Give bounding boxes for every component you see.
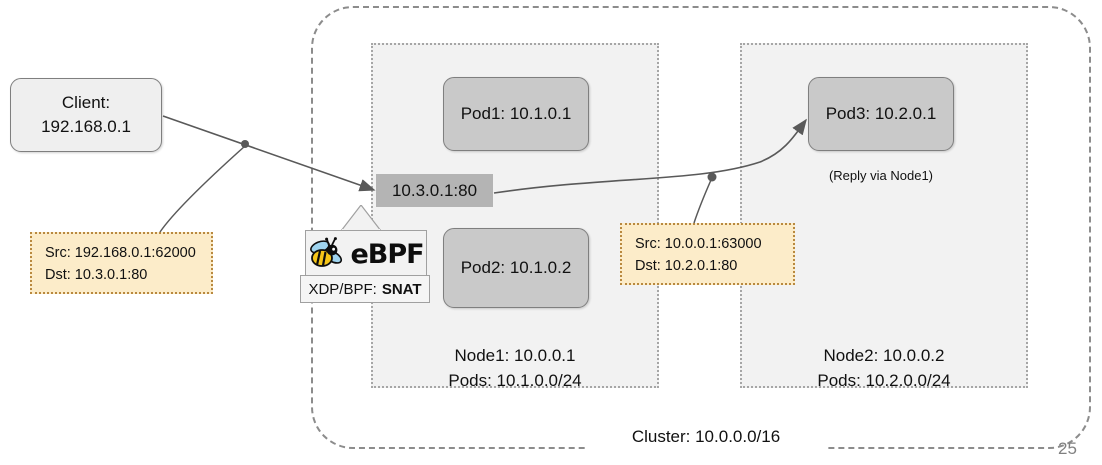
node1-caption: Node1: 10.0.0.1 Pods: 10.1.0.0/24 (371, 343, 659, 395)
node1-pod-cidr: Pods: 10.1.0.0/24 (448, 371, 582, 390)
annot1-src: Src: 192.168.0.1:62000 (45, 245, 196, 261)
annot2-src: Src: 10.0.0.1:63000 (635, 236, 762, 252)
pod3-label: Pod3: 10.2.0.1 (825, 104, 937, 123)
node2-caption: Node2: 10.0.0.2 Pods: 10.2.0.0/24 (740, 343, 1028, 395)
pod3-reply-note: (Reply via Node1) (828, 168, 934, 183)
pod-box-pod2: Pod2: 10.1.0.2 (443, 228, 589, 308)
pod-box-pod1: Pod1: 10.1.0.1 (443, 77, 589, 151)
client-label-line2: 192.168.0.1 (41, 117, 131, 136)
ebpf-callout-box: eBPF (305, 230, 427, 278)
xdp-action: SNAT (381, 280, 422, 298)
annot1-dst: Dst: 10.3.0.1:80 (45, 267, 148, 283)
node2-pod-cidr: Pods: 10.2.0.0/24 (817, 371, 951, 390)
annot2-dst: Dst: 10.2.0.1:80 (635, 258, 738, 274)
ebpf-logo-text: eBPF (350, 238, 424, 270)
service-vip-box: 10.3.0.1:80 (376, 174, 493, 207)
node1-name: Node1: 10.0.0.1 (454, 346, 576, 365)
cluster-label: Cluster: 10.0.0.0/16 (586, 424, 826, 450)
pod2-label: Pod2: 10.1.0.2 (460, 258, 572, 277)
pod-box-pod3: Pod3: 10.2.0.1 (808, 77, 954, 151)
page-number: 25 (1058, 439, 1077, 458)
client-label-line1: Client: (61, 93, 111, 112)
annotation-anchor-dot-client (241, 140, 249, 148)
service-label: 10.3.0.1:80 (391, 180, 478, 200)
leader-line-annotation-client (159, 145, 246, 233)
packet-annotation-client: Src: 192.168.0.1:62000 Dst: 10.3.0.1:80 (30, 232, 213, 294)
xdp-bpf-program-label: XDP/BPF: SNAT (300, 275, 430, 303)
callout-pointer-icon (341, 205, 381, 231)
xdp-prefix: XDP/BPF: (308, 280, 377, 298)
bee-icon (310, 237, 343, 267)
packet-annotation-snat: Src: 10.0.0.1:63000 Dst: 10.2.0.1:80 (620, 223, 795, 285)
pod1-label: Pod1: 10.1.0.1 (460, 104, 572, 123)
node2-name: Node2: 10.0.0.2 (823, 346, 945, 365)
client-box: Client: 192.168.0.1 (10, 78, 162, 152)
